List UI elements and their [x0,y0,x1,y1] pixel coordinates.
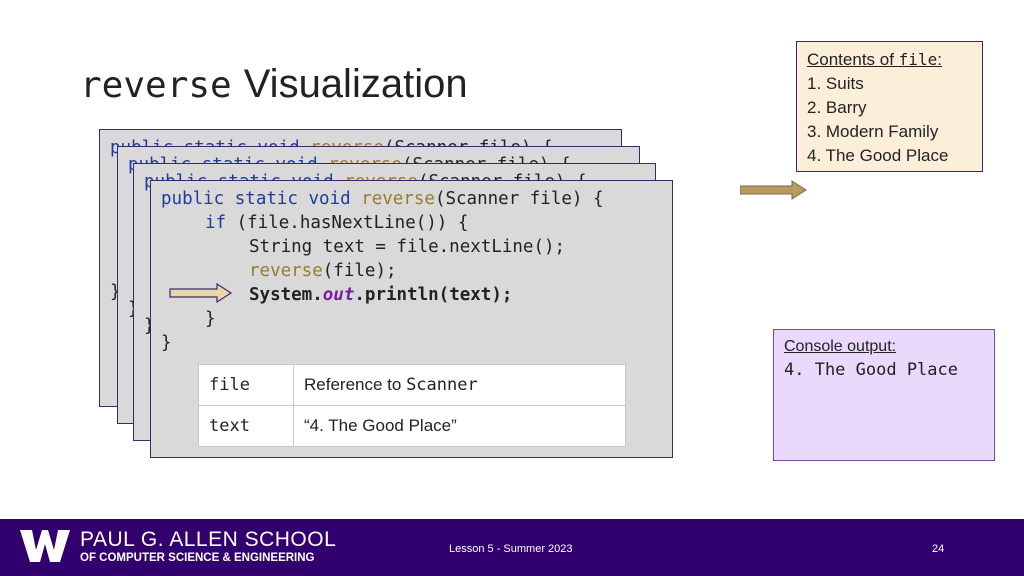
recursive-call-name: reverse [249,261,323,281]
school-subtitle: OF COMPUTER SCIENCE & ENGINEERING [80,552,315,564]
closing-brace: } [110,282,121,302]
inner-closing-brace: } [205,309,216,329]
file-contents-heading-suffix: : [937,50,942,69]
console-output-box: Console output: 4. The Good Place [773,329,995,461]
recursive-call-args: (file); [322,261,397,281]
variable-name: file [198,364,294,406]
print-out-field: out [322,285,355,305]
print-line: System.out.println(text); [249,283,512,307]
signature-suffix: (Scanner file) { [434,189,604,209]
file-pointer-arrow-icon [740,180,807,200]
keyword-text: public static void [161,189,362,209]
variable-value: “4. The Good Place” [293,405,626,447]
file-contents-box: Contents of file: 1. Suits 2. Barry 3. M… [796,41,983,172]
footer-bar: PAUL G. ALLEN SCHOOL OF COMPUTER SCIENCE… [0,519,1024,576]
slide-title-code: reverse [80,65,232,106]
file-line-item: 4. The Good Place [807,146,949,165]
if-condition: (file.hasNextLine()) { [226,213,469,233]
file-contents-heading-prefix: Contents of [807,50,899,69]
slide-title: reverse Visualization [80,62,468,107]
stack-frame-active: public static void reverse(Scanner file)… [150,180,673,458]
file-line-item: 3. Modern Family [807,122,939,141]
table-row: text “4. The Good Place” [198,405,626,447]
read-line: String text = file.nextLine(); [249,237,566,257]
print-prefix: System. [249,285,323,305]
closing-brace: } [144,314,155,338]
method-signature: public static void reverse(Scanner file)… [161,187,604,211]
file-line-item: 2. Barry [807,98,867,117]
file-contents-heading: Contents of file: [807,48,972,72]
method-name: reverse [361,189,435,209]
uw-logo-icon [20,530,70,562]
current-line-arrow-icon [169,283,233,303]
variable-value: Reference to Scanner [293,364,626,406]
table-row: file Reference to Scanner [198,364,626,406]
variable-value-code: Scanner [406,375,478,395]
console-heading: Console output: [784,338,897,355]
variable-name: text [198,405,294,447]
outer-closing-brace: } [161,333,172,353]
lesson-label: Lesson 5 - Summer 2023 [449,543,573,555]
file-line-item: 1. Suits [807,74,864,93]
variable-value-text: Reference to [304,375,407,394]
variables-table: file Reference to Scanner text “4. The G… [198,364,626,447]
if-keyword: if [205,213,227,233]
recursive-call-line: reverse(file); [249,259,397,283]
print-suffix: .println(text); [354,285,513,305]
page-number: 24 [932,543,945,555]
file-contents-heading-code: file [898,50,938,69]
slide-title-text: Visualization [243,62,468,106]
school-name: PAUL G. ALLEN SCHOOL [80,528,337,551]
if-line: if (file.hasNextLine()) { [205,211,468,235]
console-output-text: 4. The Good Place [784,360,958,380]
